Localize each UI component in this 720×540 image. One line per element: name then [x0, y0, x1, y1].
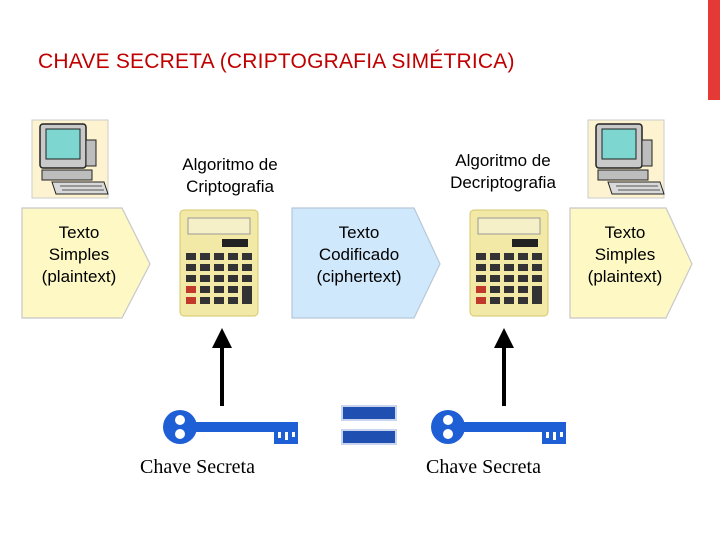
calculator-icon-decrypt — [469, 209, 549, 317]
page-title: CHAVE SECRETA (CRIPTOGRAFIA SIMÉTRICA) — [38, 50, 515, 73]
computer-icon-left — [31, 119, 109, 199]
plaintext-right-shape — [569, 207, 693, 319]
key-icon-left — [163, 410, 298, 444]
ciphertext-shape — [291, 207, 441, 319]
encrypt-algorithm-label: Algoritmo de Criptografia — [182, 155, 278, 196]
plaintext-left-shape — [21, 207, 151, 319]
plaintext-left-label: Texto Simples (plaintext) — [41, 223, 117, 286]
ciphertext-label: Texto Codificado (ciphertext) — [316, 223, 402, 286]
calculator-icon-encrypt — [179, 209, 259, 317]
arrow-up-icon-right — [494, 328, 514, 406]
computer-icon-right — [587, 119, 665, 199]
key-label-right: Chave Secreta — [426, 456, 541, 478]
accent-bar — [708, 0, 720, 100]
plaintext-right-label: Texto Simples (plaintext) — [587, 223, 663, 286]
key-icon-right — [431, 410, 566, 444]
arrow-up-icon-left — [212, 328, 232, 406]
equals-icon — [341, 405, 397, 445]
decrypt-algorithm-label: Algoritmo de Decriptografia — [450, 151, 556, 192]
key-label-left: Chave Secreta — [140, 456, 255, 478]
